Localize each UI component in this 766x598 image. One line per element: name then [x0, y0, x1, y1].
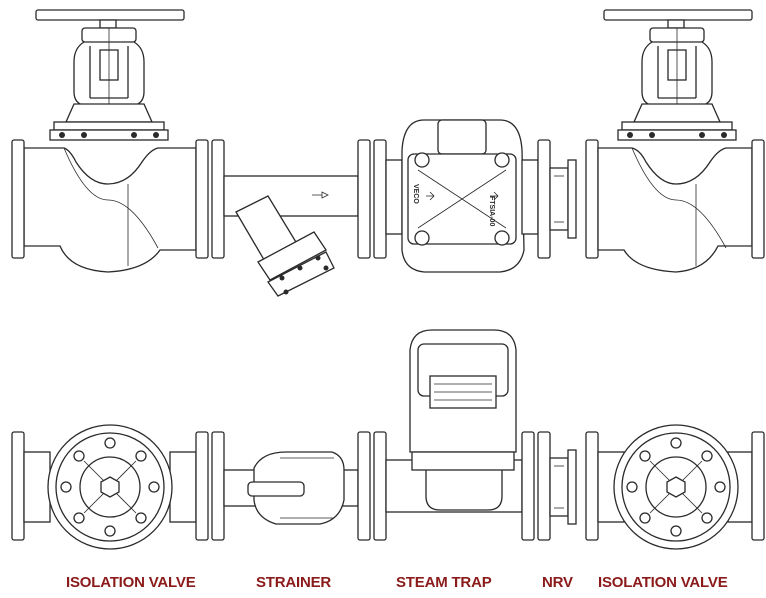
isolation-valve-left-elevation: [11, 9, 209, 273]
strainer-plan: [211, 431, 371, 541]
label-isolation-valve-right: ISOLATION VALVE: [598, 574, 728, 591]
elevation-view: VECO FTSIA-00: [11, 9, 765, 297]
isolation-valve-left-plan: [11, 424, 209, 550]
label-isolation-valve-left: ISOLATION VALVE: [66, 574, 196, 591]
svg-text:FTSIA-00: FTSIA-00: [488, 196, 495, 226]
component-labels: ISOLATION VALVE STRAINER STEAM TRAP NRV …: [0, 574, 766, 598]
svg-text:VECO: VECO: [412, 184, 419, 204]
isolation-valve-right-plan: [585, 424, 765, 550]
nrv-plan: [537, 431, 577, 541]
steam-trap-elevation: VECO FTSIA-00: [373, 119, 539, 273]
steam-trap-plan: [373, 329, 535, 541]
strainer-elevation: [211, 139, 371, 297]
nrv-elevation: [537, 139, 577, 259]
isolation-valve-right-elevation: [585, 9, 765, 273]
pipeline-assembly-drawing: VECO FTSIA-00: [11, 9, 765, 550]
label-strainer: STRAINER: [256, 574, 332, 591]
plan-view: [11, 329, 765, 550]
label-nrv: NRV: [542, 574, 573, 591]
label-steam-trap: STEAM TRAP: [396, 574, 492, 591]
